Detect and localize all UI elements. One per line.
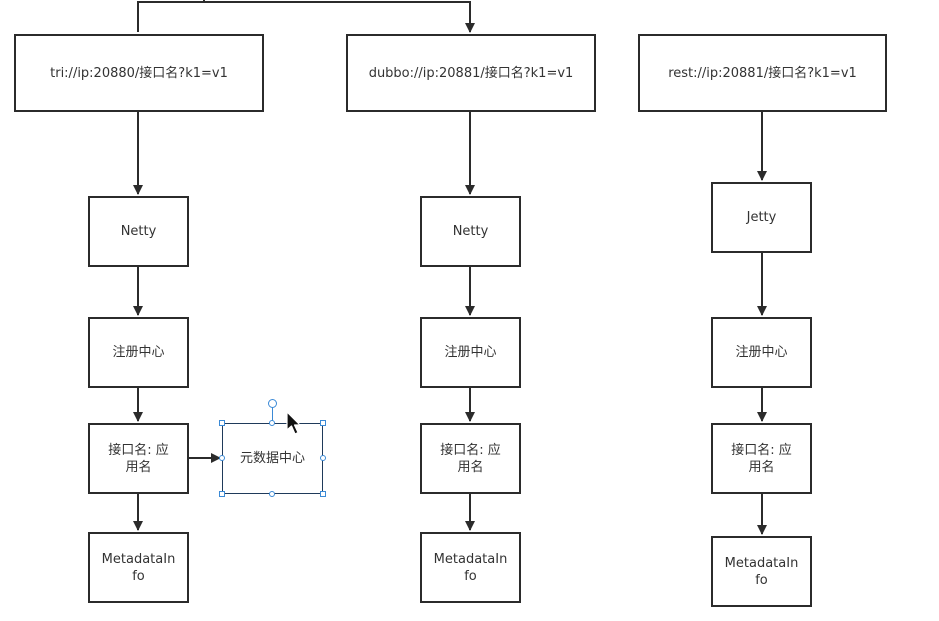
url-node-rest-label: rest://ip:20881/接口名?k1=v1 — [668, 65, 857, 81]
metadata-node-3[interactable]: MetadataInfo — [711, 536, 812, 607]
connect-handle-right[interactable] — [320, 455, 326, 461]
server-node-netty-2-label: Netty — [452, 224, 489, 239]
registry-node-2-label: 注册中心 — [444, 345, 497, 360]
server-node-netty-2[interactable]: Netty — [420, 196, 521, 267]
metadata-node-1-label: MetadataInfo — [101, 551, 176, 584]
metadata-center-node[interactable]: 元数据中心 — [222, 423, 323, 494]
registry-node-3-label: 注册中心 — [735, 345, 788, 360]
resize-handle-se[interactable] — [320, 491, 326, 497]
url-node-dubbo[interactable]: dubbo://ip:20881/接口名?k1=v1 — [346, 34, 596, 112]
resize-handle-sw[interactable] — [219, 491, 225, 497]
mapping-node-1[interactable]: 接口名: 应用名 — [88, 423, 189, 494]
url-node-dubbo-label: dubbo://ip:20881/接口名?k1=v1 — [368, 65, 574, 81]
url-node-tri[interactable]: tri://ip:20880/接口名?k1=v1 — [14, 34, 264, 112]
server-node-netty-1[interactable]: Netty — [88, 196, 189, 267]
registry-node-2[interactable]: 注册中心 — [420, 317, 521, 388]
rotate-handle[interactable] — [268, 399, 277, 408]
mapping-node-1-label: 接口名: 应用名 — [108, 442, 169, 475]
registry-node-3[interactable]: 注册中心 — [711, 317, 812, 388]
mapping-node-2-label: 接口名: 应用名 — [440, 442, 501, 475]
metadata-node-3-label: MetadataInfo — [724, 555, 799, 588]
metadata-center-node-label: 元数据中心 — [239, 451, 305, 466]
mapping-node-2[interactable]: 接口名: 应用名 — [420, 423, 521, 494]
mouse-cursor-icon — [286, 411, 301, 435]
mapping-node-3[interactable]: 接口名: 应用名 — [711, 423, 812, 494]
connect-handle-left[interactable] — [219, 455, 225, 461]
edge-top-bus[interactable] — [137, 1, 475, 33]
registry-node-1[interactable]: 注册中心 — [88, 317, 189, 388]
resize-handle-ne[interactable] — [320, 420, 326, 426]
connect-handle-top[interactable] — [269, 420, 275, 426]
metadata-node-2-label: MetadataInfo — [433, 551, 508, 584]
server-node-jetty-label: Jetty — [746, 210, 777, 225]
mapping-node-3-label: 接口名: 应用名 — [731, 442, 792, 475]
registry-node-1-label: 注册中心 — [112, 345, 165, 360]
metadata-node-2[interactable]: MetadataInfo — [420, 532, 521, 603]
resize-handle-nw[interactable] — [219, 420, 225, 426]
server-node-jetty[interactable]: Jetty — [711, 182, 812, 253]
url-node-tri-label: tri://ip:20880/接口名?k1=v1 — [50, 65, 228, 81]
connect-handle-bottom[interactable] — [269, 491, 275, 497]
url-node-rest[interactable]: rest://ip:20881/接口名?k1=v1 — [638, 34, 887, 112]
rotate-handle-stem — [272, 407, 273, 423]
metadata-node-1[interactable]: MetadataInfo — [88, 532, 189, 603]
server-node-netty-1-label: Netty — [120, 224, 157, 239]
